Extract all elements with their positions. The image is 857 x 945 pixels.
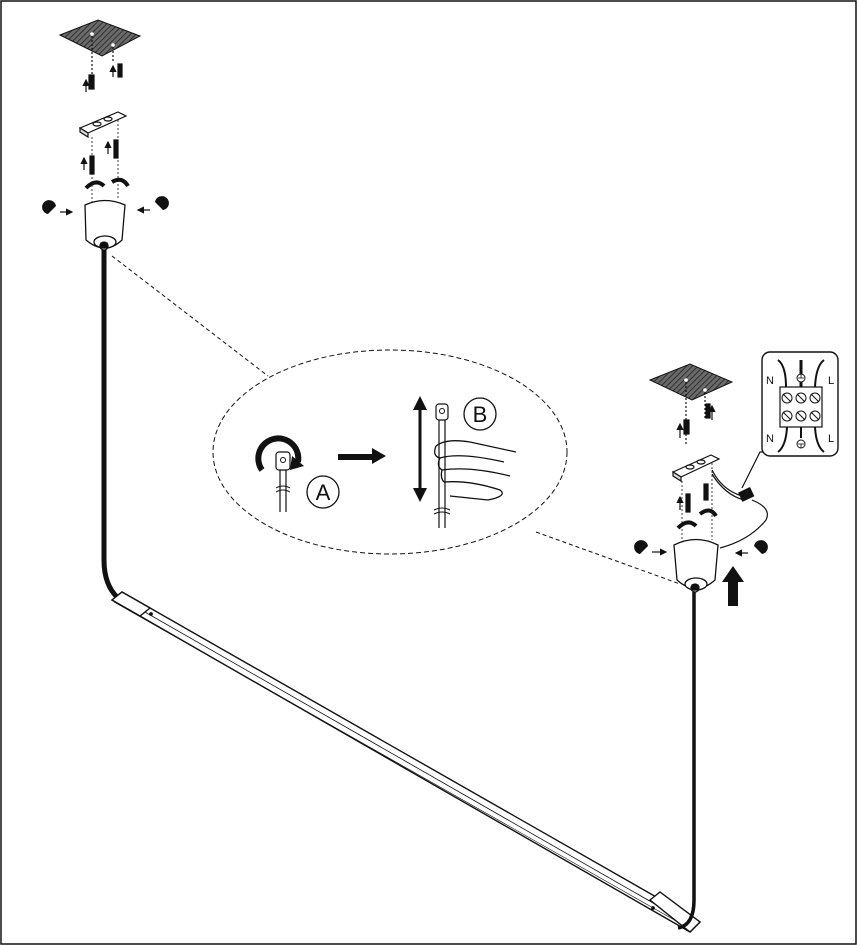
right-side-set-screws — [634, 540, 768, 557]
right-suspension-cable — [677, 592, 696, 930]
right-wall-plug-arrows — [676, 382, 716, 445]
label-n-top: N — [766, 375, 774, 387]
push-up-arrow — [722, 566, 744, 606]
label-a: A — [316, 480, 331, 505]
right-screws — [676, 483, 709, 513]
right-rotate-arrows — [676, 508, 718, 530]
right-canopy — [673, 538, 719, 593]
earth-symbol-top — [796, 373, 806, 383]
label-l-top: L — [828, 375, 834, 387]
left-screws — [80, 139, 119, 175]
left-ceiling-plate — [58, 19, 142, 57]
supply-wires — [711, 469, 768, 549]
left-ceiling-mount — [42, 19, 169, 251]
right-mounting-bracket — [671, 454, 721, 545]
label-b: B — [473, 402, 488, 427]
left-rotate-arrows — [84, 177, 130, 190]
left-canopy — [84, 199, 126, 251]
detail-callout: A B — [111, 255, 681, 585]
left-wall-plug-arrows — [82, 36, 123, 92]
callout-ellipse — [212, 349, 568, 555]
label-n-bottom: N — [766, 433, 774, 445]
earth-symbol-bottom — [796, 439, 806, 449]
left-side-set-screws — [42, 196, 169, 216]
right-ceiling-plate — [648, 363, 734, 401]
left-suspension-cable — [101, 250, 120, 600]
terminal-wiring-detail: N L N L — [761, 351, 839, 457]
right-ceiling-mount — [634, 363, 792, 606]
label-l-bottom: L — [828, 433, 834, 445]
callout-leader-left — [111, 255, 269, 377]
callout-leader-right — [535, 531, 681, 585]
step-b-adjust: B — [413, 396, 517, 528]
step-a-twist: A — [255, 435, 340, 512]
step-arrow — [338, 448, 386, 464]
